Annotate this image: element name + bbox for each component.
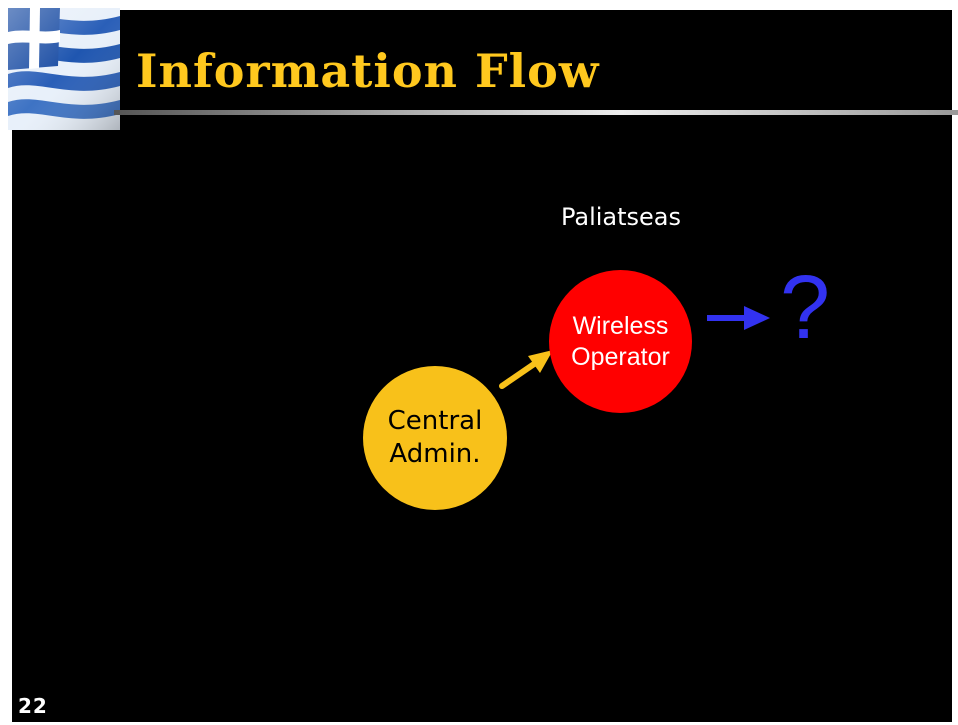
wireless-operator-caption: Paliatseas	[560, 203, 682, 231]
node-wireless-operator: Wireless Operator	[549, 270, 692, 413]
slide-number: 22	[18, 694, 48, 718]
slide-title: Information Flow	[136, 44, 600, 98]
frame-border-bottom	[0, 722, 958, 725]
greek-flag-icon	[8, 8, 120, 130]
frame-border-right	[952, 0, 958, 725]
frame-border-left	[0, 0, 12, 725]
frame-border-top	[0, 0, 958, 10]
node-central-admin: Central Admin.	[363, 366, 507, 510]
node-central-admin-label: Central Admin.	[387, 406, 483, 469]
arrow-central-to-wireless	[499, 359, 540, 389]
unknown-recipient-mark: ?	[780, 258, 831, 358]
arrow-wireless-to-unknown-head	[744, 306, 770, 330]
arrow-central-to-wireless-head	[528, 350, 553, 373]
title-underline	[114, 110, 958, 115]
node-wireless-operator-label: Wireless Operator	[571, 311, 670, 371]
